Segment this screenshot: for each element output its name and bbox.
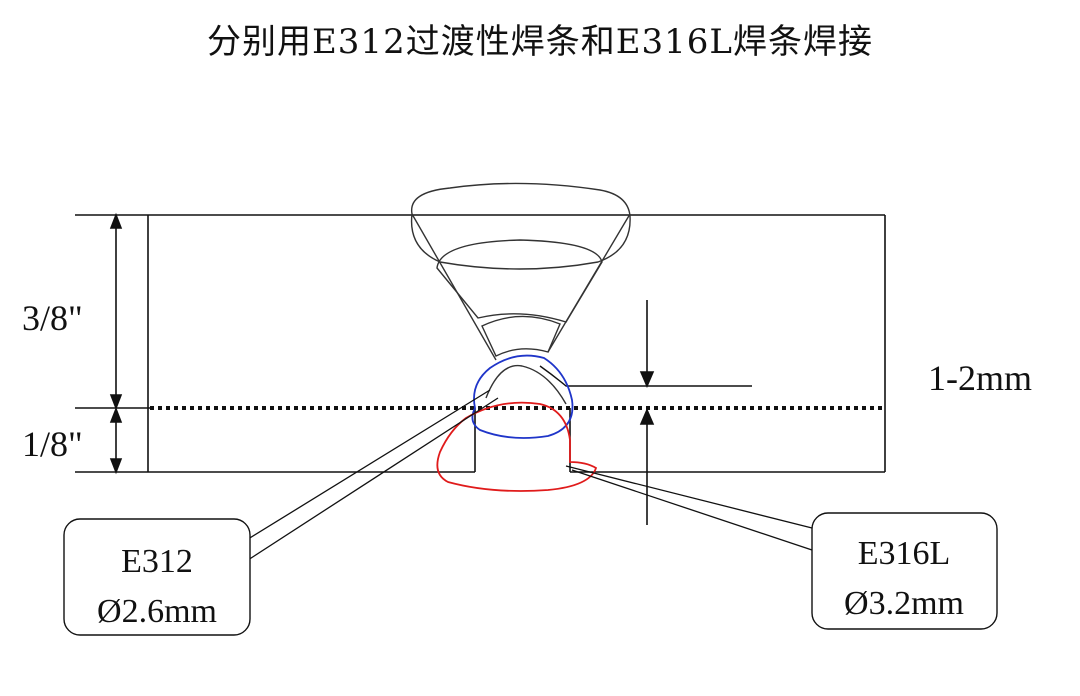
leader-e312-a xyxy=(239,389,491,545)
leader-e316l-b xyxy=(571,469,813,551)
callout-box-e312 xyxy=(63,518,251,636)
leader-e316l-a xyxy=(565,465,813,529)
diagram-title: 分别用E312过渡性焊条和E316L焊条焊接 xyxy=(206,22,873,62)
callout-e312-line1: E312 xyxy=(121,543,193,580)
label-gap: 1-2mm xyxy=(928,358,1032,398)
dimension-bottom xyxy=(109,406,123,475)
gap-dimension xyxy=(639,300,655,525)
leader-lines xyxy=(239,389,813,561)
label-top-thickness: 3/8" xyxy=(22,298,83,338)
groove-left-wall xyxy=(411,213,497,361)
gap-reference-line xyxy=(539,365,752,387)
callout-e312-line2: Ø2.6mm xyxy=(97,593,217,630)
label-bottom-thickness: 1/8" xyxy=(22,424,83,464)
callout-box-e316l xyxy=(811,512,998,630)
e312-pass-outline xyxy=(471,354,574,439)
root-pass xyxy=(485,364,567,405)
leader-e312-b xyxy=(247,397,499,561)
callout-e316l-line2: Ø3.2mm xyxy=(844,585,964,622)
groove-right-wall xyxy=(547,213,631,353)
callout-e316l-line1: E316L xyxy=(858,535,951,572)
e316l-pass-outline xyxy=(436,401,598,492)
fill-pass-lower xyxy=(481,315,561,357)
weld-passes xyxy=(410,182,752,405)
dimension-top xyxy=(75,212,150,411)
plate-outline xyxy=(75,214,886,473)
fill-pass-upper xyxy=(436,239,603,323)
